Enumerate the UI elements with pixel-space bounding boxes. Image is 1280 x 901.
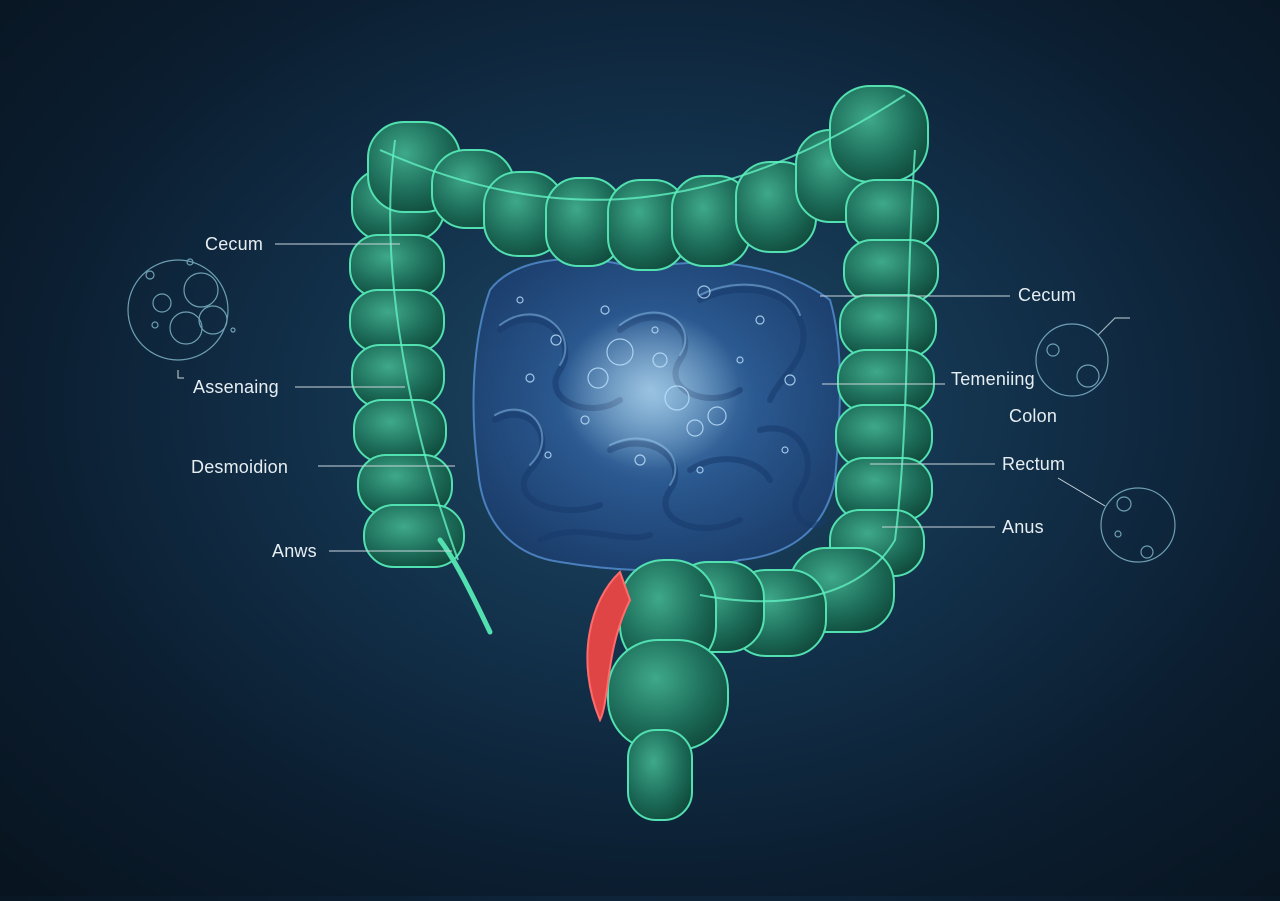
label-anus-left: Anws <box>272 541 317 561</box>
leader-lines <box>177 243 1106 552</box>
bubbles <box>516 285 796 474</box>
small-intestine <box>472 257 841 572</box>
label-descending: Desmoidion <box>191 457 289 477</box>
large-intestine <box>349 85 939 821</box>
label-cecum-left: Cecum <box>205 234 264 254</box>
label-anus-right: Anus <box>1002 517 1044 537</box>
label-colon: Colon <box>1009 406 1058 426</box>
red-highlight <box>586 570 632 723</box>
cell-cluster-right-upper <box>1035 317 1130 397</box>
cell-cluster-right-lower <box>1100 487 1176 563</box>
cell-cluster-left <box>127 258 236 361</box>
label-ascending: Assenaing <box>193 377 279 397</box>
label-rectum: Rectum <box>1002 454 1066 474</box>
label-temening: Temeniing <box>951 369 1035 389</box>
label-cecum-right: Cecum <box>1018 285 1077 305</box>
